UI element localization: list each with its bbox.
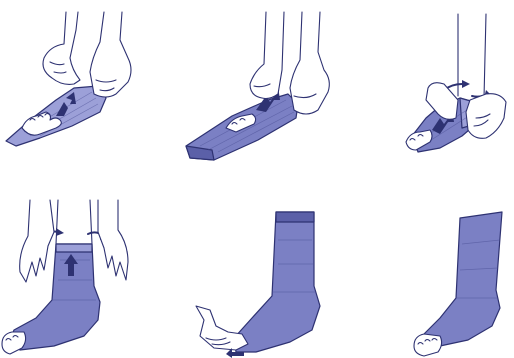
step-2-right-hand — [290, 12, 329, 114]
step-6-toes — [414, 334, 442, 356]
step-1-panel — [6, 12, 131, 146]
step-5-panel — [196, 212, 320, 358]
step-5-hand — [196, 306, 248, 350]
step-3-panel — [406, 14, 506, 152]
step-5-sock — [234, 212, 320, 352]
step-4-right-hand — [98, 200, 128, 280]
step-6-sock — [424, 212, 502, 346]
step-4-panel — [2, 200, 128, 354]
step-4-left-hand — [20, 200, 54, 282]
step-2-panel — [186, 12, 329, 160]
step-1-right-hand — [90, 12, 131, 97]
step-4-toes — [2, 332, 26, 354]
step-6-panel — [414, 212, 502, 356]
